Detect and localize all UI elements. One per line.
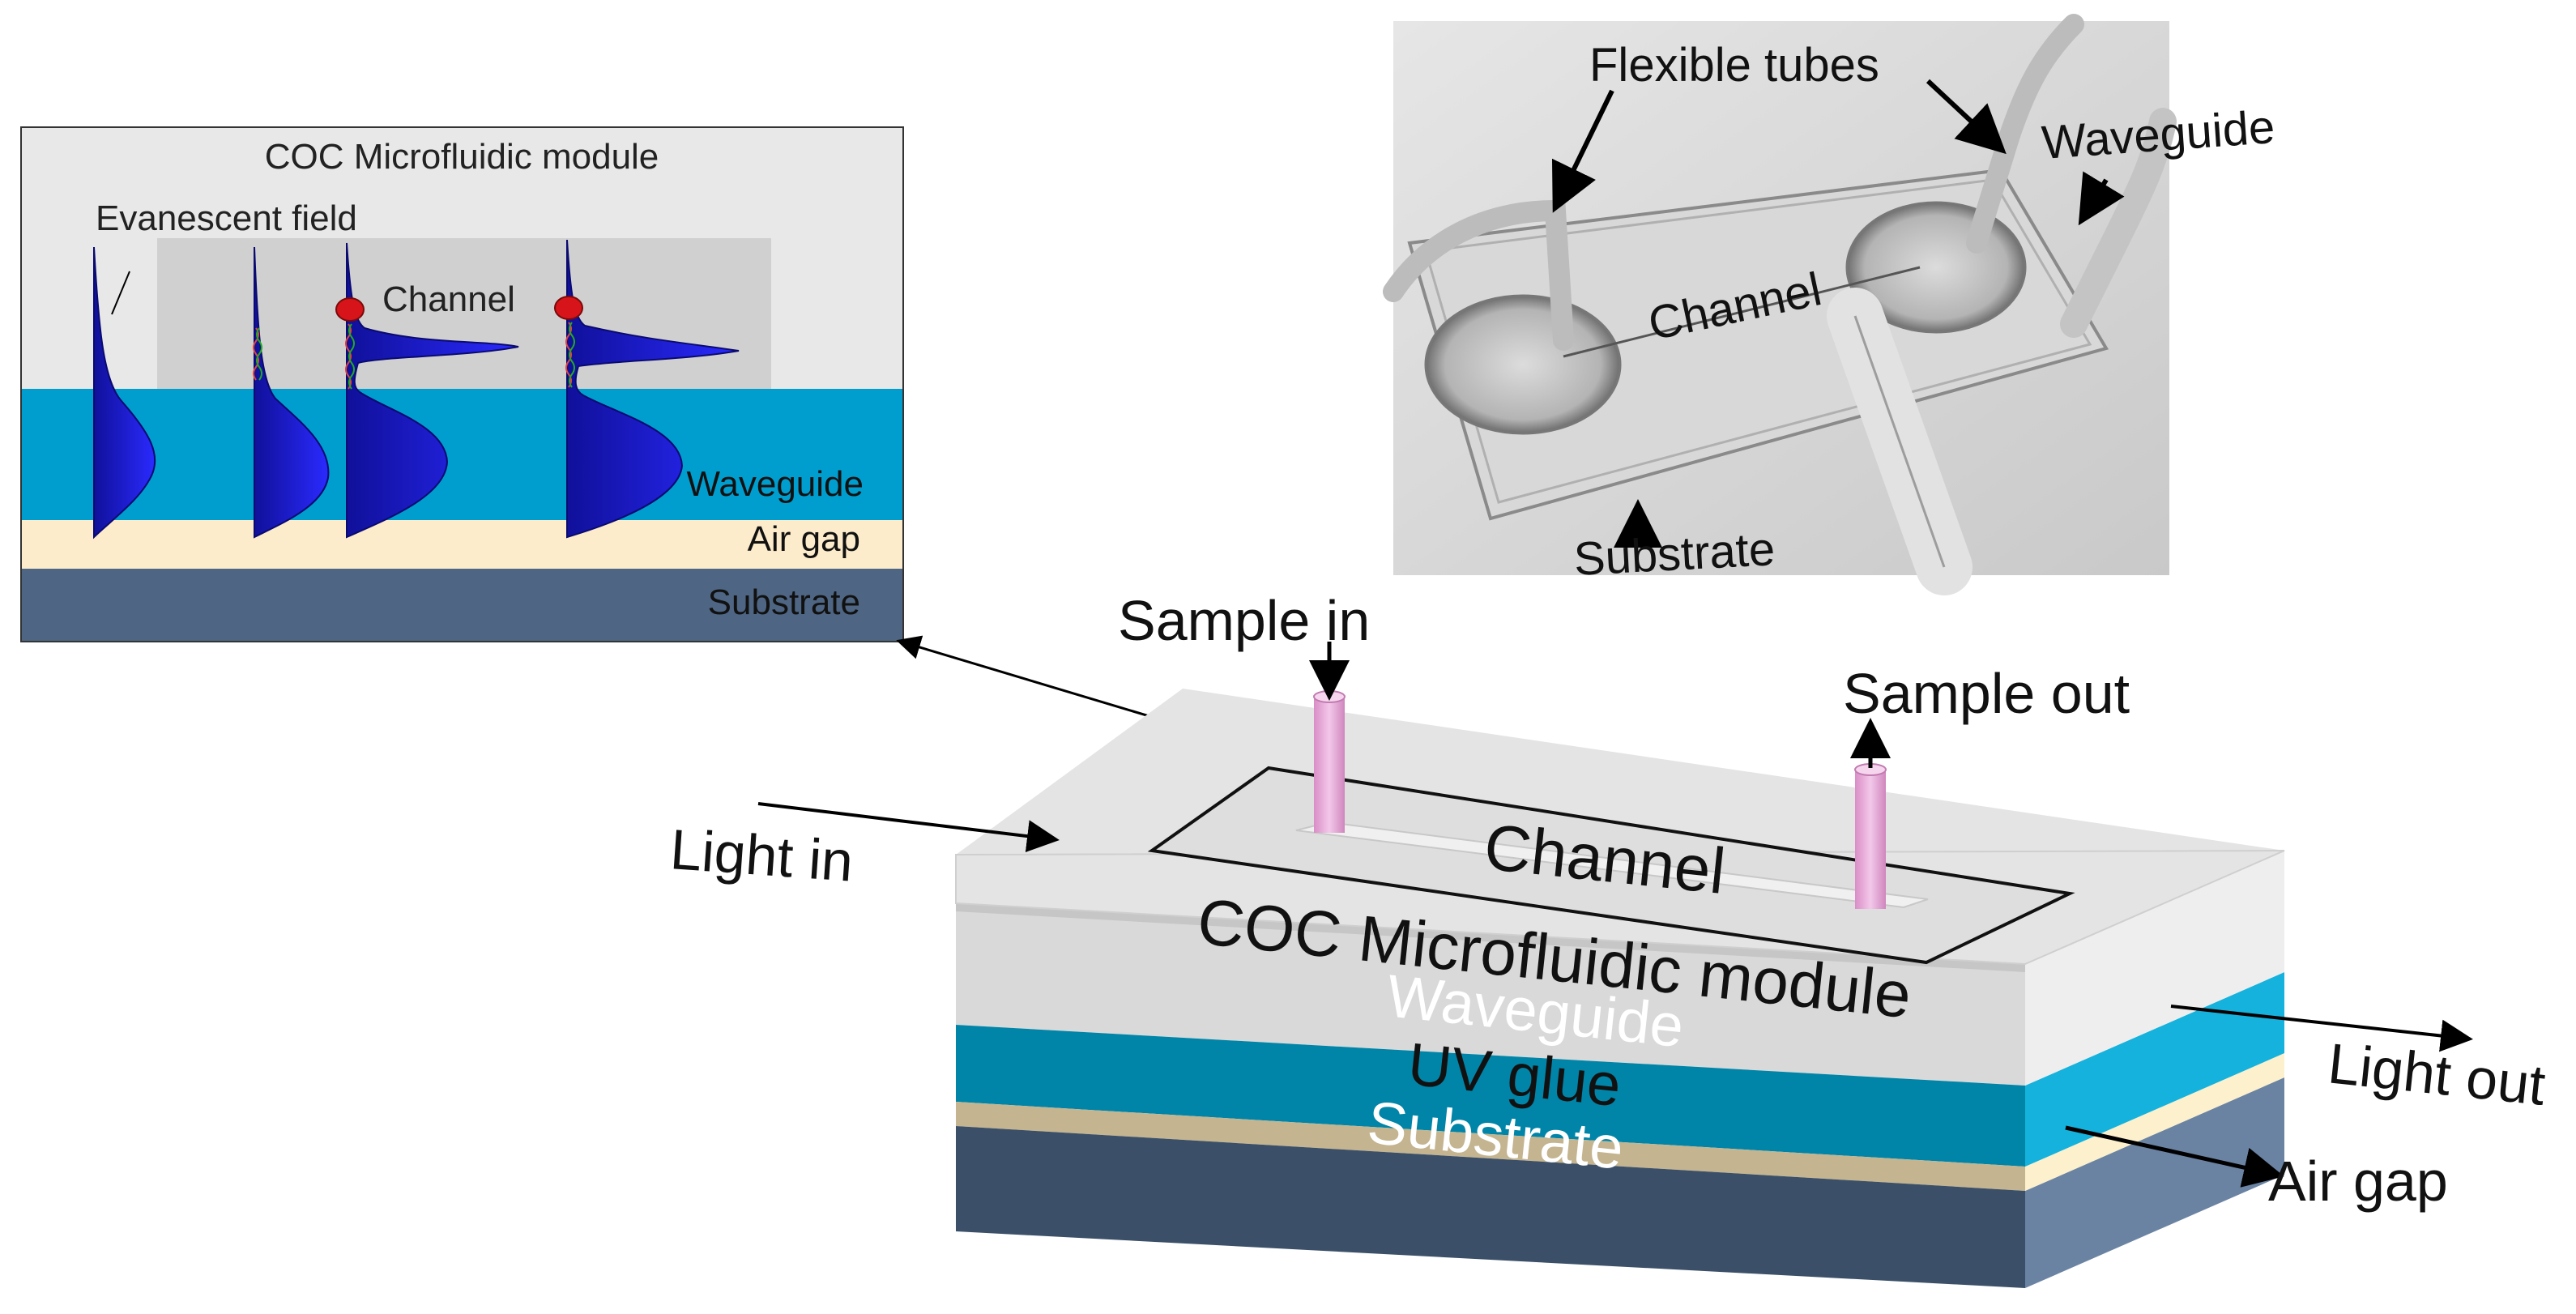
photo-waveguide-arrow (2078, 171, 2125, 226)
evanescent-field-profile-4 (566, 239, 740, 539)
linker-strand (256, 327, 262, 381)
outlet-tube (1855, 770, 1886, 909)
inset-air-gap-label: Air gap (748, 519, 860, 559)
photo-tweezers-edge (1853, 315, 1946, 568)
waveguide-front (956, 1025, 2025, 1167)
light-out-label: Light out (2325, 1031, 2548, 1117)
uv-glue-front (956, 1102, 2025, 1191)
light-in-label: Light in (668, 817, 855, 894)
evanescent-field-profile-3 (346, 242, 519, 539)
inset-module-label: COC Microfluidic module (265, 137, 659, 177)
inset-air-gap-layer (21, 520, 903, 569)
linker-strand (348, 323, 355, 390)
inset-waveguide-label: Waveguide (687, 464, 864, 504)
photo-inlet-droplet (1424, 294, 1622, 435)
photo-channel-line (1563, 266, 1921, 358)
photo-tubes-arrow-left (1551, 89, 1614, 213)
substrate-front (956, 1126, 2025, 1288)
waveguide-side (2025, 972, 2284, 1167)
air-gap-label: Air gap (2268, 1150, 2448, 1213)
coc-side (2025, 851, 2284, 1086)
air-gap-side (2025, 1053, 2284, 1191)
photo-substrate-label: Substrate (1572, 523, 1776, 586)
evanescent-field-profile-1 (93, 246, 156, 540)
photo-tubes-arrow-right (1926, 79, 2007, 155)
cross-section-inset: COC Microfluidic module Evanescent field… (20, 126, 904, 642)
photo-flexible-tubes-label: Flexible tubes (1589, 39, 1879, 92)
photo-waveguide-fiber (2060, 108, 2177, 338)
inset-substrate-layer (21, 569, 903, 642)
coc-top-edge (955, 850, 2285, 966)
inset-frame (20, 126, 904, 642)
bound-particle (335, 297, 365, 322)
bound-particle (554, 296, 583, 320)
inset-waveguide-layer (21, 389, 903, 520)
sample-in-label: Sample in (1118, 589, 1370, 652)
linker-strand (345, 323, 352, 390)
light-out-arrow (2170, 1005, 2473, 1052)
device-photo: Flexible tubes Waveguide Channel Substra… (1383, 14, 2276, 595)
light-in-arrow (757, 802, 1060, 853)
substrate-side (2025, 1077, 2284, 1288)
photo-outlet-tube (1966, 14, 2084, 254)
inset-substrate-label: Substrate (708, 582, 860, 622)
evanescent-leader-line (111, 271, 130, 315)
inset-evanescent-label: Evanescent field (96, 198, 357, 238)
coc-front-top-edge (956, 903, 2025, 972)
inset-channel-label: Channel (382, 279, 515, 319)
inlet-tube (1314, 697, 1345, 833)
device-3d: Sample in Sample out Light in Light out … (668, 589, 2548, 1288)
linker-strand (565, 322, 572, 388)
linker-strand (569, 322, 575, 388)
inlet-tube-top (1313, 690, 1346, 703)
sample-out-label: Sample out (1843, 662, 2130, 725)
photo-inlet-tube (1383, 199, 1574, 351)
air-gap-arrow (2065, 1125, 2284, 1188)
